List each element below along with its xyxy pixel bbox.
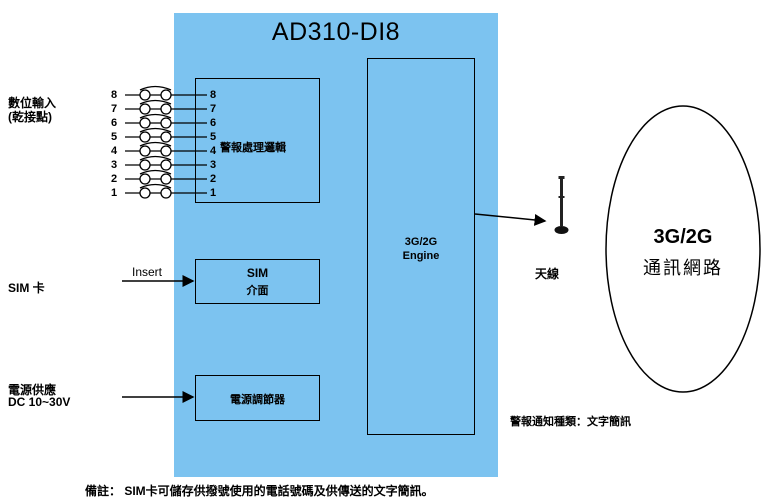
contact-switch	[139, 155, 172, 161]
power-regulator-label: 電源調節器	[230, 394, 285, 406]
contact-terminal	[139, 103, 151, 115]
contact-terminal	[160, 89, 172, 101]
power-regulator-block	[195, 375, 320, 421]
engine-label-2: Engine	[402, 250, 440, 262]
network-ellipse	[605, 105, 761, 393]
engine-antenna-arrow	[474, 213, 547, 226]
contact-terminal	[139, 159, 151, 171]
outer-number: 7	[111, 103, 118, 115]
contact-terminal	[139, 117, 151, 129]
power-label-2: DC 10~30V	[8, 395, 71, 409]
network-label-1: 3G/2G	[653, 226, 713, 248]
contact-switch	[139, 169, 172, 175]
contact-terminal	[139, 89, 151, 101]
sim-card-label: SIM 卡	[8, 281, 45, 295]
inner-number: 6	[210, 117, 217, 129]
antenna-icon	[554, 176, 569, 234]
footnote: 備註： SIM卡可儲存供撥號使用的電話號碼及供傳送的文字簡訊。	[85, 484, 434, 498]
inputs-label-1: 數位輸入	[8, 96, 57, 110]
outer-number: 8	[111, 89, 118, 101]
contact-switch	[139, 85, 172, 91]
input-wiring	[125, 85, 207, 199]
inner-number: 8	[210, 89, 217, 101]
contact-terminal	[160, 173, 172, 185]
contact-switch	[139, 113, 172, 119]
device-title: AD310-DI8	[271, 18, 401, 46]
insert-label: Insert	[132, 265, 163, 279]
contact-terminal	[160, 145, 172, 157]
outer-input-numbers: 8 7 6 5 4 3 2 1	[111, 88, 117, 200]
alarm-logic-block	[195, 78, 320, 203]
contact-terminal	[139, 131, 151, 143]
inner-number: 2	[210, 173, 217, 185]
alarm-logic-label: 警報處理邏輯	[220, 142, 286, 154]
contact-terminal	[139, 173, 151, 185]
outer-number: 6	[111, 117, 118, 129]
contact-terminal	[160, 131, 172, 143]
sim-interface-block	[195, 259, 320, 304]
inputs-label-2: (乾接點)	[8, 110, 52, 124]
contact-switch	[139, 99, 172, 105]
contact-terminal	[139, 145, 151, 157]
sim-interface-label-2: 介面	[246, 285, 269, 297]
contact-switch	[139, 141, 172, 147]
contact-terminal	[160, 103, 172, 115]
antenna-label: 天線	[535, 267, 560, 281]
engine-block	[367, 58, 475, 435]
sim-interface-label-1: SIM	[246, 266, 269, 280]
inner-number: 7	[210, 103, 217, 115]
contact-terminal	[160, 159, 172, 171]
contact-switch	[139, 127, 172, 133]
outer-number: 2	[111, 173, 118, 185]
inner-number: 1	[210, 187, 217, 199]
power-label-1: 電源供應	[8, 383, 57, 397]
engine-label-1: 3G/2G	[404, 236, 438, 248]
contact-terminal	[160, 187, 172, 199]
outer-number: 1	[111, 187, 118, 199]
contact-switch	[139, 183, 172, 189]
contact-terminal	[139, 187, 151, 199]
inner-input-numbers: 8 7 6 5 4 3 2 1	[210, 88, 216, 200]
inner-number: 3	[210, 159, 217, 171]
network-label-2: 通訊網路	[643, 258, 723, 279]
contact-terminal	[160, 117, 172, 129]
inner-number: 5	[210, 131, 217, 143]
alarm-types-note: 警報通知種類：文字簡訊	[510, 416, 631, 428]
outer-number: 3	[111, 159, 118, 171]
inner-number: 4	[210, 145, 217, 157]
outer-number: 5	[111, 131, 118, 143]
outer-number: 4	[111, 145, 118, 157]
